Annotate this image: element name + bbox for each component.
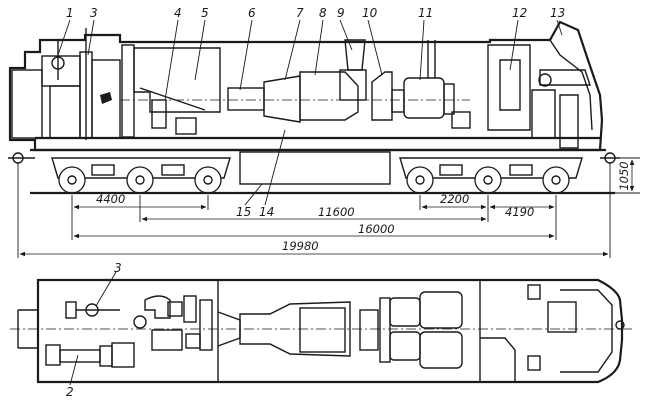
dim-4190: 4190 bbox=[505, 205, 534, 219]
generator-plan-top bbox=[419, 291, 463, 329]
callout-7: 7 bbox=[296, 6, 304, 20]
unit-10 bbox=[371, 71, 393, 121]
dim-1050: 1050 bbox=[617, 161, 631, 190]
callout-14: 14 bbox=[259, 205, 274, 219]
bogie-left bbox=[51, 157, 231, 194]
callout-3-top: 3 bbox=[90, 6, 98, 20]
callout-8: 8 bbox=[319, 6, 327, 20]
cab-nose-line bbox=[549, 39, 593, 131]
fuel-tank-15 bbox=[239, 151, 391, 185]
callout-5: 5 bbox=[201, 6, 209, 20]
dim-16000: 16000 bbox=[358, 222, 395, 236]
callout-13: 13 bbox=[550, 6, 565, 20]
dim-19980: 19980 bbox=[282, 239, 319, 253]
bogie-right bbox=[399, 157, 583, 194]
callout-4: 4 bbox=[174, 6, 182, 20]
callout-12: 12 bbox=[512, 6, 527, 20]
callout-3-plan: 3 bbox=[114, 261, 122, 275]
callout-11: 11 bbox=[418, 6, 433, 20]
unit-8 bbox=[299, 71, 359, 121]
cab-window bbox=[539, 69, 591, 86]
body-outline bbox=[8, 20, 604, 152]
unit-6 bbox=[227, 87, 265, 111]
unit-11 bbox=[403, 77, 445, 119]
dim-11600: 11600 bbox=[318, 205, 355, 219]
plan-outline bbox=[36, 278, 624, 384]
dim-2200: 2200 bbox=[440, 192, 469, 206]
marker-blob bbox=[100, 92, 112, 104]
callout-15: 15 bbox=[236, 205, 251, 219]
unit-7 bbox=[263, 75, 301, 123]
plan-view bbox=[10, 271, 632, 386]
unit-2-plan bbox=[59, 349, 101, 363]
callout-leaders bbox=[57, 19, 563, 206]
left-cab-block bbox=[11, 69, 43, 139]
generator-plan-bottom bbox=[419, 331, 463, 369]
dimension-lines bbox=[17, 157, 640, 258]
callout-9: 9 bbox=[337, 6, 345, 20]
callout-1: 1 bbox=[66, 6, 74, 20]
turbine-plan bbox=[239, 301, 351, 357]
unit-4 bbox=[121, 44, 135, 138]
callout-2: 2 bbox=[66, 385, 74, 399]
callout-10: 10 bbox=[362, 6, 378, 20]
unit-12 bbox=[487, 44, 531, 131]
unit-5 bbox=[133, 47, 221, 113]
unit-1 bbox=[41, 55, 81, 87]
side-elevation: 1 3 4 5 6 7 8 9 10 11 12 13 14 15 bbox=[8, 6, 620, 219]
unit-9 bbox=[344, 39, 366, 71]
callout-6: 6 bbox=[248, 6, 256, 20]
dim-4400: 4400 bbox=[96, 192, 125, 206]
